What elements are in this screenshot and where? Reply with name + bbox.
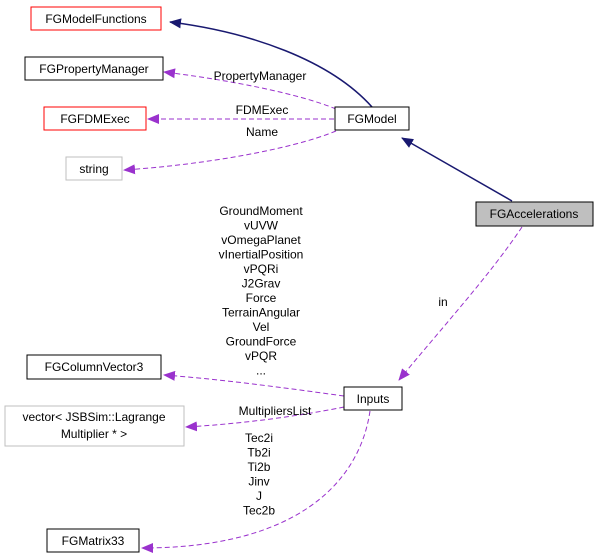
node-fgmatrix33[interactable]: FGMatrix33 — [46, 528, 140, 553]
edge-label-multiplierslist: MultipliersList — [239, 404, 312, 418]
edge-label-member: vPQRi — [244, 262, 279, 276]
node-box — [334, 106, 410, 131]
edge-label-member: Ti2b — [248, 460, 271, 474]
edge-fgmodel-to-fgmodelfunctions — [169, 18, 373, 108]
node-label: string — [79, 162, 108, 176]
edge-label-column-vector-members: GroundMomentvUVWvOmegaPlanetvInertialPos… — [219, 204, 304, 378]
node-fgfdmexec[interactable]: FGFDMExec — [43, 106, 147, 131]
edge-label-member: Tec2b — [243, 504, 275, 518]
edge-fgaccelerations-to-fgmodel — [401, 137, 513, 202]
edge-label-member: vPQR — [245, 349, 277, 363]
edge-propertymanager — [163, 68, 337, 110]
node-fgcolumnvector3[interactable]: FGColumnVector3 — [26, 354, 162, 380]
node-box — [26, 354, 162, 380]
node-label: Inputs — [357, 392, 390, 406]
node-string[interactable]: string — [65, 156, 123, 181]
edge-label-member: GroundForce — [226, 335, 297, 349]
node-label: FGColumnVector3 — [45, 360, 144, 374]
node-box — [24, 56, 164, 81]
node-label: FGModel — [347, 112, 396, 126]
node-label: FGModelFunctions — [45, 12, 146, 26]
edge-label-member: vOmegaPlanet — [221, 233, 301, 247]
node-label-line2: Multiplier * > — [61, 427, 127, 441]
node-box — [43, 106, 147, 131]
edge-label-member: J — [256, 489, 262, 503]
edge-label-member: Force — [246, 291, 277, 305]
node-label: FGPropertyManager — [39, 62, 148, 76]
node-label: FGFDMExec — [60, 112, 129, 126]
edge-in — [398, 226, 523, 381]
edge-label-member: Vel — [253, 320, 270, 334]
node-box — [4, 405, 185, 447]
node-box — [65, 156, 123, 181]
edge-label-member: Tb2i — [247, 446, 270, 460]
node-box — [475, 201, 594, 227]
edge-label-in: in — [438, 295, 447, 309]
edge-label-member: Tec2i — [245, 431, 273, 445]
edge-label-member: GroundMoment — [219, 204, 303, 218]
node-fgmodelfunctions[interactable]: FGModelFunctions — [30, 6, 162, 31]
edge-label-member: J2Grav — [242, 277, 281, 291]
edge-label-fdmexec: FDMExec — [236, 103, 289, 117]
edge-label-member: ... — [256, 364, 266, 378]
edge-column-vector-members — [163, 370, 345, 397]
node-box — [46, 528, 140, 553]
node-label: FGAccelerations — [490, 207, 579, 221]
edge-matrix-members — [141, 410, 371, 553]
node-inputs[interactable]: Inputs — [343, 386, 403, 411]
node-vector-lagrange-multiplier[interactable]: vector< JSBSim::Lagrange Multiplier * > — [4, 405, 185, 447]
node-fgpropertymanager[interactable]: FGPropertyManager — [24, 56, 164, 81]
node-label-line1: vector< JSBSim::Lagrange — [22, 410, 165, 424]
edge-label-name: Name — [246, 125, 278, 139]
node-fgmodel[interactable]: FGModel — [334, 106, 410, 131]
edge-label-member: vUVW — [244, 219, 279, 233]
node-box — [343, 386, 403, 411]
edge-label-member: TerrainAngular — [222, 306, 300, 320]
edge-name — [123, 130, 337, 175]
edge-label-member: Jinv — [248, 475, 269, 489]
edge-label-member: vInertialPosition — [219, 248, 304, 262]
edge-multiplierslist — [185, 406, 345, 432]
node-label: FGMatrix33 — [62, 534, 125, 548]
node-box — [30, 6, 162, 31]
node-fgaccelerations[interactable]: FGAccelerations — [475, 201, 594, 227]
edge-label-propertymanager: PropertyManager — [214, 69, 307, 83]
